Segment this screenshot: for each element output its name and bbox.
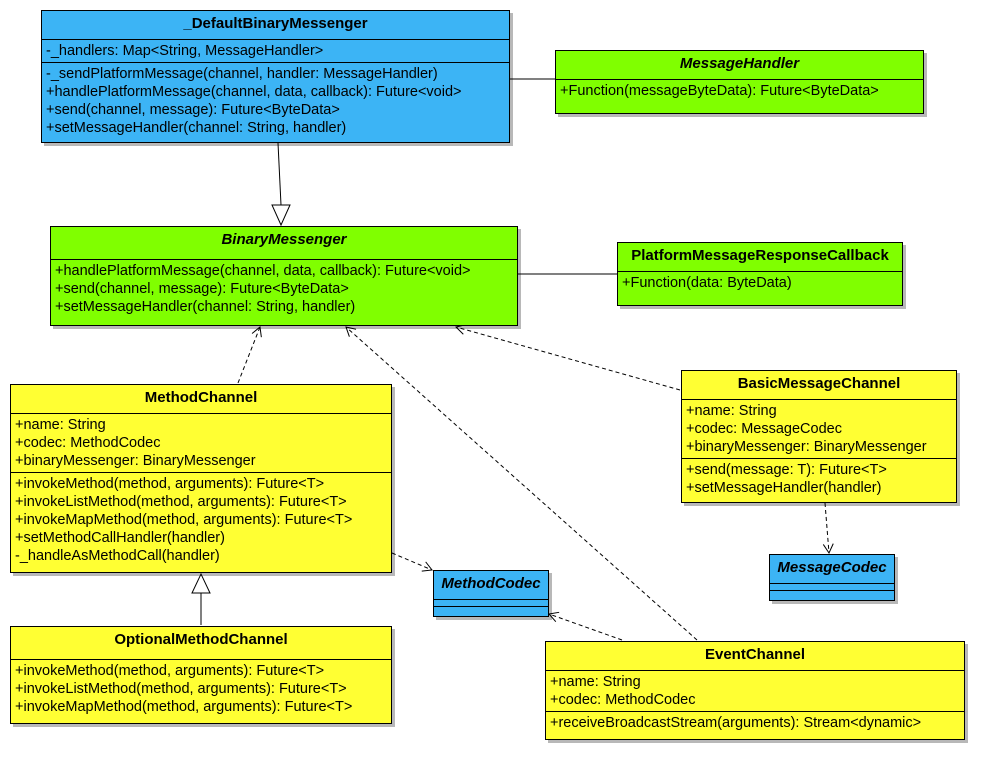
attributes-section: +name: String +codec: MethodCodec +binar… — [11, 413, 391, 472]
attribute: -_handlers: Map<String, MessageHandler> — [46, 43, 324, 59]
operations-section: +invokeMethod(method, arguments): Future… — [11, 472, 391, 567]
class-name: MethodCodec — [441, 575, 541, 592]
class-method-channel[interactable]: MethodChannel +name: String +codec: Meth… — [10, 384, 392, 573]
dependency-basic-messagecodec — [822, 502, 834, 555]
operations-section: +Function(data: ByteData) — [618, 271, 902, 294]
attributes-section: -_handlers: Map<String, MessageHandler> — [42, 39, 509, 62]
attributes-section: +name: String +codec: MethodCodec — [546, 670, 964, 711]
attributes-section — [434, 599, 548, 606]
class-name: MessageHandler — [679, 55, 800, 72]
attribute: +binaryMessenger: BinaryMessenger — [15, 453, 256, 469]
operation: +invokeMapMethod(method, arguments): Fut… — [15, 699, 353, 715]
operation: +send(channel, message): Future<ByteData… — [55, 281, 349, 297]
operation: +handlePlatformMessage(channel, data, ca… — [55, 263, 471, 279]
operation: +handlePlatformMessage(channel, data, ca… — [46, 84, 462, 100]
class-binary-messenger[interactable]: BinaryMessenger +handlePlatformMessage(c… — [50, 226, 518, 326]
operations-section — [434, 606, 548, 613]
attribute: +codec: MessageCodec — [686, 421, 842, 437]
class-name: OptionalMethodChannel — [114, 631, 288, 648]
operation: +invokeMapMethod(method, arguments): Fut… — [15, 512, 353, 528]
attributes-section — [770, 583, 894, 590]
attribute: +name: String — [550, 674, 641, 690]
operation: +Function(data: ByteData) — [622, 275, 792, 291]
dependency-event-binary — [345, 326, 698, 641]
operation: +invokeListMethod(method, arguments): Fu… — [15, 681, 347, 697]
operation: +receiveBroadcastStream(arguments): Stre… — [550, 715, 922, 731]
class-name: _DefaultBinaryMessenger — [183, 15, 368, 32]
operations-section: -_sendPlatformMessage(channel, handler: … — [42, 62, 509, 139]
attributes-section: +name: String +codec: MessageCodec +bina… — [682, 399, 956, 458]
class-method-codec[interactable]: MethodCodec — [433, 570, 549, 617]
attribute: +codec: MethodCodec — [550, 692, 696, 708]
operation: +send(channel, message): Future<ByteData… — [46, 102, 340, 118]
operation: +setMessageHandler(channel: String, hand… — [46, 120, 347, 136]
operation: +send(message: T): Future<T> — [686, 462, 887, 478]
class-name: MethodChannel — [144, 389, 258, 406]
operations-section: +receiveBroadcastStream(arguments): Stre… — [546, 711, 964, 734]
generalization-head-method — [191, 572, 211, 594]
operation: +invokeMethod(method, arguments): Future… — [15, 663, 325, 679]
class-event-channel[interactable]: EventChannel +name: String +codec: Metho… — [545, 641, 965, 740]
generalization-default-binary — [277, 142, 282, 206]
dependency-method-methodcodec — [391, 552, 433, 572]
class-name: EventChannel — [704, 646, 806, 663]
operations-section: +invokeMethod(method, arguments): Future… — [11, 659, 391, 718]
attribute: +binaryMessenger: BinaryMessenger — [686, 439, 927, 455]
dependency-basic-binary — [455, 324, 681, 391]
operation: -_sendPlatformMessage(channel, handler: … — [46, 66, 438, 82]
operations-section: +handlePlatformMessage(channel, data, ca… — [51, 259, 517, 318]
operations-section: +send(message: T): Future<T> +setMessage… — [682, 458, 956, 499]
attribute: +name: String — [686, 403, 777, 419]
operation: +setMessageHandler(channel: String, hand… — [55, 299, 356, 315]
class-message-codec[interactable]: MessageCodec — [769, 554, 895, 601]
operations-section: +Function(messageByteData): Future<ByteD… — [556, 79, 923, 102]
class-default-binary-messenger[interactable]: _DefaultBinaryMessenger -_handlers: Map<… — [41, 10, 510, 143]
attribute: +codec: MethodCodec — [15, 435, 161, 451]
class-name: BasicMessageChannel — [737, 375, 901, 392]
attribute: +name: String — [15, 417, 106, 433]
class-name: PlatformMessageResponseCallback — [631, 247, 889, 264]
operations-section — [770, 590, 894, 597]
generalization-head-binary — [271, 204, 291, 227]
class-message-handler[interactable]: MessageHandler +Function(messageByteData… — [555, 50, 924, 114]
operation: +invokeMethod(method, arguments): Future… — [15, 476, 325, 492]
class-basic-message-channel[interactable]: BasicMessageChannel +name: String +codec… — [681, 370, 957, 503]
operation: +invokeListMethod(method, arguments): Fu… — [15, 494, 347, 510]
class-platform-message-response-callback[interactable]: PlatformMessageResponseCallback +Functio… — [617, 242, 903, 306]
operation: +setMethodCallHandler(handler) — [15, 530, 225, 546]
class-optional-method-channel[interactable]: OptionalMethodChannel +invokeMethod(meth… — [10, 626, 392, 724]
operation: +Function(messageByteData): Future<ByteD… — [560, 83, 879, 99]
class-name: BinaryMessenger — [221, 231, 347, 248]
dependency-event-methodcodec — [548, 611, 623, 641]
operation: +setMessageHandler(handler) — [686, 480, 882, 496]
operation: -_handleAsMethodCall(handler) — [15, 548, 220, 564]
class-name: MessageCodec — [777, 559, 887, 576]
dependency-method-binary — [237, 326, 262, 384]
